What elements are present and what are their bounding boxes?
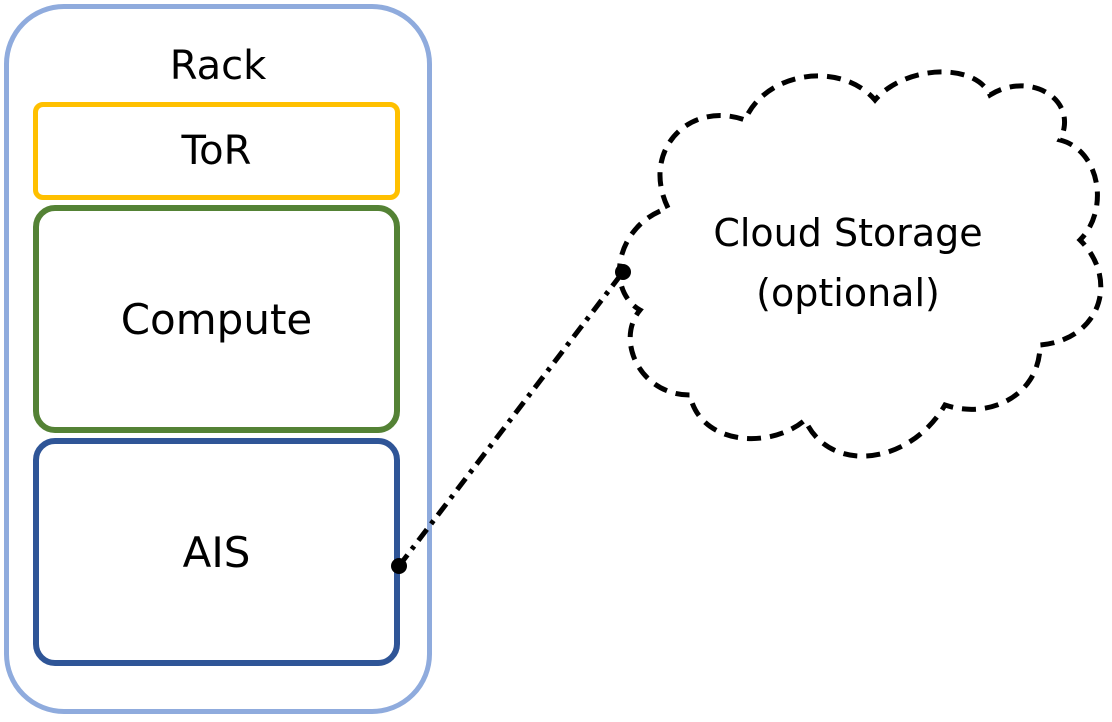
compute-label: Compute: [120, 294, 313, 344]
rack-label: Rack: [169, 43, 267, 89]
cloud-label-line1: Cloud Storage: [713, 211, 982, 255]
ais-box: AIS: [33, 438, 400, 666]
connector-end-dot: [615, 264, 631, 280]
cloud-label-line2: (optional): [756, 271, 940, 315]
rack-container: Rack: [4, 4, 432, 714]
tor-box: ToR: [33, 102, 400, 200]
connector-line: [397, 270, 625, 568]
cloud-shape: [616, 69, 1104, 459]
tor-label: ToR: [181, 128, 252, 174]
compute-box: Compute: [33, 205, 400, 433]
ais-label: AIS: [182, 527, 251, 577]
connector-start-dot: [391, 558, 407, 574]
